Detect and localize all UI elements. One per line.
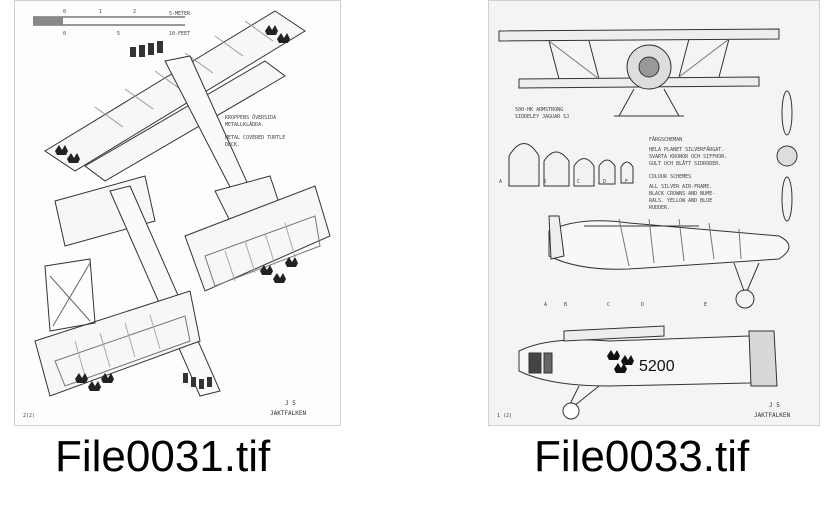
svg-text:0: 0 bbox=[63, 9, 66, 15]
svg-text:JAKTFALKEN: JAKTFALKEN bbox=[754, 412, 791, 419]
svg-text:C: C bbox=[577, 179, 580, 185]
svg-text:5-METER: 5-METER bbox=[169, 11, 191, 17]
svg-text:0: 0 bbox=[63, 31, 66, 37]
filename-caption: File0033.tif bbox=[534, 432, 750, 481]
svg-text:RUDDER.: RUDDER. bbox=[649, 205, 670, 211]
svg-text:J 5: J 5 bbox=[285, 400, 296, 407]
biplane-top-view-drawing: 0 1 2 0 5 5-METER 10-FEET bbox=[23, 9, 331, 419]
blueprint-image-top-view[interactable]: 0 1 2 0 5 5-METER 10-FEET bbox=[14, 0, 341, 426]
svg-text:GULT OCH BLÅTT SIDRODER.: GULT OCH BLÅTT SIDRODER. bbox=[649, 160, 721, 167]
svg-text:B: B bbox=[543, 179, 546, 185]
filename-caption: File0031.tif bbox=[55, 432, 271, 481]
svg-text:E: E bbox=[704, 302, 707, 308]
svg-text:A: A bbox=[499, 179, 502, 185]
svg-text:KROPPENS ÖVERSIDA: KROPPENS ÖVERSIDA bbox=[225, 114, 276, 121]
svg-text:2: 2 bbox=[133, 9, 136, 15]
svg-text:2(2): 2(2) bbox=[23, 413, 35, 419]
biplane-side-view-drawing: 500-HK ARMSTRONG SIDDELEY JAGUAR SJ FÄRG… bbox=[497, 28, 798, 420]
svg-text:BLACK CROWNS AND NUME-: BLACK CROWNS AND NUME- bbox=[649, 191, 715, 197]
svg-text:COLOUR SCHEMES: COLOUR SCHEMES bbox=[649, 174, 691, 180]
svg-text:D: D bbox=[641, 302, 644, 308]
svg-text:C: C bbox=[607, 302, 610, 308]
svg-text:RALS. YELLOW AND BLUE: RALS. YELLOW AND BLUE bbox=[649, 198, 712, 204]
svg-text:1 (2): 1 (2) bbox=[497, 413, 512, 419]
svg-text:5: 5 bbox=[117, 31, 120, 37]
svg-text:METALLKLÄDDA.: METALLKLÄDDA. bbox=[225, 121, 264, 128]
svg-text:A: A bbox=[544, 302, 547, 308]
svg-text:J 5: J 5 bbox=[769, 402, 780, 409]
svg-text:SVARTA KRONOR OCH SIFFROR.: SVARTA KRONOR OCH SIFFROR. bbox=[649, 154, 727, 160]
svg-text:B: B bbox=[564, 302, 567, 308]
svg-text:10-FEET: 10-FEET bbox=[169, 31, 190, 37]
svg-text:JAKTFALKEN: JAKTFALKEN bbox=[270, 410, 307, 417]
svg-text:D: D bbox=[603, 179, 606, 185]
svg-text:FÄRGSCHEMAN: FÄRGSCHEMAN bbox=[649, 136, 682, 143]
svg-text:HELA PLANET SILVERFÄRGAT.: HELA PLANET SILVERFÄRGAT. bbox=[649, 146, 724, 153]
svg-text:1: 1 bbox=[99, 9, 102, 15]
serial-number: 5200 bbox=[639, 358, 675, 375]
blueprint-image-side-view[interactable]: 500-HK ARMSTRONG SIDDELEY JAGUAR SJ FÄRG… bbox=[488, 0, 820, 426]
svg-text:METAL COVERED TURTLE: METAL COVERED TURTLE bbox=[225, 135, 285, 141]
svg-text:E: E bbox=[625, 179, 628, 185]
svg-text:500-HK ARMSTRONG: 500-HK ARMSTRONG bbox=[515, 107, 563, 113]
svg-text:ALL SILVER AIR-FRAME.: ALL SILVER AIR-FRAME. bbox=[649, 184, 712, 190]
svg-text:DECK.: DECK. bbox=[225, 142, 240, 148]
svg-text:SIDDELEY JAGUAR SJ: SIDDELEY JAGUAR SJ bbox=[515, 114, 569, 120]
